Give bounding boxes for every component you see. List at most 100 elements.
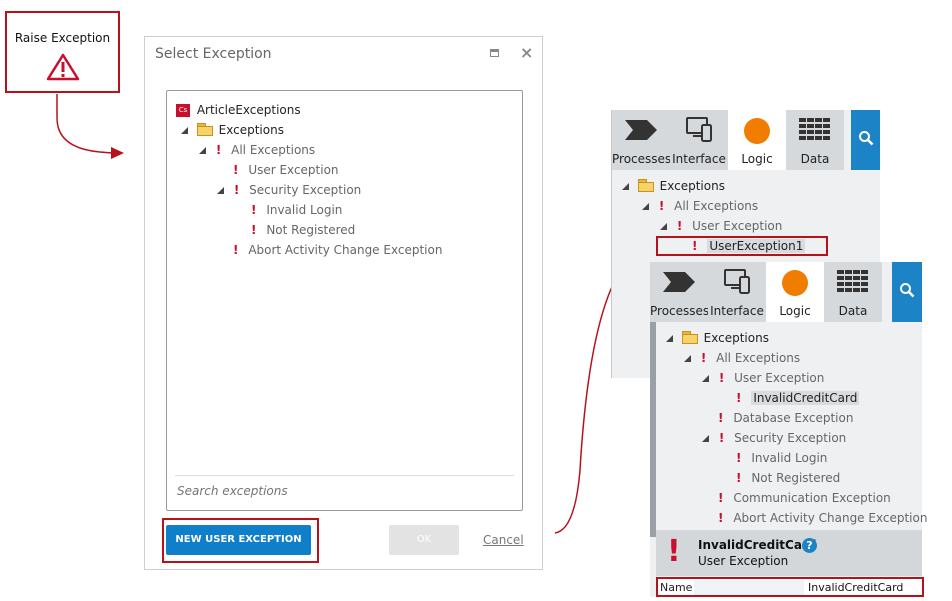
user-exception1-highlight — [656, 236, 828, 256]
tree-item-label: Communication Exception — [733, 491, 891, 505]
tab-interface[interactable]: Interface — [708, 262, 766, 322]
tree-item-label: InvalidCreditCard — [751, 391, 860, 405]
interface-icon — [724, 269, 750, 294]
tab-data[interactable]: Data — [786, 110, 844, 170]
tree-item-user-exception1[interactable]: ! UserException1 — [692, 237, 806, 255]
exception-icon: ! — [736, 471, 742, 485]
data-icon — [799, 118, 830, 140]
tree-item-label: Abort Activity Change Exception — [248, 243, 443, 257]
tree-item-all-exceptions[interactable]: ! All Exceptions — [642, 197, 758, 215]
tab-label: Data — [838, 304, 868, 318]
expand-icon[interactable] — [702, 375, 709, 382]
properties-header: ! InvalidCreditCard ? User Exception — [656, 530, 922, 576]
tree-item-user-exception[interactable]: ! User Exception — [233, 161, 339, 179]
logic-panel-front: Processes Interface Logic Data Exception — [650, 262, 927, 597]
expand-icon[interactable] — [622, 183, 629, 190]
tree-item-not-registered[interactable]: ! Not Registered — [736, 469, 840, 487]
expand-icon[interactable] — [217, 187, 224, 194]
exception-icon: ! — [251, 203, 257, 217]
tree-item-invalid-login[interactable]: ! Invalid Login — [736, 449, 827, 467]
tab-bar: Processes Interface Logic Data — [650, 262, 882, 322]
exception-icon: ! — [718, 491, 724, 505]
search-icon — [859, 131, 874, 146]
tree-item-label: All Exceptions — [231, 143, 316, 157]
tab-label: Interface — [710, 304, 764, 318]
tree-item-label: User Exception — [734, 371, 825, 385]
expand-icon[interactable] — [642, 203, 649, 210]
tree-item-label: Security Exception — [249, 183, 362, 197]
exception-icon: ! — [215, 143, 222, 157]
tree-item-label: Database Exception — [733, 411, 854, 425]
exception-icon: ! — [692, 239, 698, 253]
search-tab[interactable] — [892, 262, 922, 322]
tree-item-label: Invalid Login — [266, 203, 343, 217]
tree-item-label: Exceptions — [218, 123, 284, 137]
tab-data[interactable]: Data — [824, 262, 882, 322]
tree-item-label: UserException1 — [707, 239, 806, 253]
ok-button[interactable]: OK — [389, 525, 459, 555]
tree-item-folder[interactable]: Exceptions — [181, 121, 284, 139]
tab-label: Data — [800, 152, 830, 166]
exception-icon: ! — [251, 223, 257, 237]
tree-item-label: Exceptions — [659, 179, 725, 193]
tree-item-communication-exception[interactable]: ! Communication Exception — [718, 489, 891, 507]
exception-tree: Cs ArticleExceptions Exceptions ! All Ex… — [166, 90, 523, 511]
name-property-row[interactable]: Name InvalidCreditCard — [656, 577, 924, 597]
tree-item-abort-exception[interactable]: ! Abort Activity Change Exception — [233, 241, 442, 259]
expand-icon[interactable] — [660, 223, 667, 230]
expand-icon[interactable] — [684, 355, 691, 362]
exception-icon: ! — [736, 391, 742, 405]
name-label: Name — [660, 581, 693, 594]
tree-item-label: Exceptions — [703, 331, 769, 345]
exception-icon: ! — [718, 411, 724, 425]
tree-item-folder[interactable]: Exceptions — [666, 329, 769, 347]
expand-icon[interactable] — [702, 435, 709, 442]
tree-item-user-exception[interactable]: ! User Exception — [702, 369, 824, 387]
tab-interface[interactable]: Interface — [670, 110, 728, 170]
tree-item-database-exception[interactable]: ! Database Exception — [718, 409, 853, 427]
raise-exception-title: Raise Exception — [14, 31, 111, 45]
tree-item-module[interactable]: Cs ArticleExceptions — [176, 101, 301, 119]
tree-item-user-exception[interactable]: ! User Exception — [660, 217, 782, 235]
tree-item-label: Invalid Login — [751, 451, 828, 465]
tree-item-folder[interactable]: Exceptions — [622, 177, 725, 195]
folder-icon — [681, 331, 698, 344]
tree-item-not-registered[interactable]: ! Not Registered — [251, 221, 355, 239]
search-tab[interactable] — [851, 110, 880, 170]
new-user-exception-button[interactable]: NEW USER EXCEPTION — [166, 525, 311, 555]
tree-item-invalid-credit-card[interactable]: ! InvalidCreditCard — [736, 389, 860, 407]
tree-item-label: User Exception — [248, 163, 339, 177]
tab-bar: Processes Interface Logic Data — [612, 110, 844, 170]
tab-label: Logic — [741, 152, 773, 166]
tree-item-all-exceptions[interactable]: ! All Exceptions — [684, 349, 800, 367]
tab-processes[interactable]: Processes — [612, 110, 671, 170]
name-value[interactable]: InvalidCreditCard — [808, 581, 904, 594]
interface-icon — [686, 117, 712, 142]
cancel-button[interactable]: Cancel — [483, 533, 524, 547]
folder-icon — [637, 179, 654, 192]
expand-icon[interactable] — [181, 127, 188, 134]
expand-icon[interactable] — [199, 147, 206, 154]
tree-item-security-exception[interactable]: ! Security Exception — [217, 181, 361, 199]
tab-logic[interactable]: Logic — [728, 110, 786, 170]
close-icon[interactable]: × — [520, 43, 534, 62]
maximize-icon[interactable] — [490, 49, 499, 57]
tree-item-abort-exception[interactable]: ! Abort Activity Change Exception — [718, 509, 927, 527]
tree-item-label: Not Registered — [751, 471, 841, 485]
tree-item-security-exception[interactable]: ! Security Exception — [702, 429, 846, 447]
select-exception-dialog: Select Exception × Cs ArticleExceptions … — [144, 36, 543, 570]
logic-icon — [782, 270, 808, 296]
tab-processes[interactable]: Processes — [650, 262, 709, 322]
search-exceptions-input[interactable] — [175, 480, 499, 502]
properties-title: InvalidCreditCard — [698, 538, 817, 552]
tree-item-all-exceptions[interactable]: ! All Exceptions — [199, 141, 315, 159]
tree-item-invalid-login[interactable]: ! Invalid Login — [251, 201, 342, 219]
expand-icon[interactable] — [666, 335, 673, 342]
exception-icon: ! — [233, 163, 239, 177]
exception-icon: ! — [676, 219, 683, 233]
tab-logic[interactable]: Logic — [766, 262, 824, 322]
exception-icon: ! — [718, 371, 725, 385]
name-label-cell — [694, 580, 804, 595]
raise-exception-node[interactable]: Raise Exception — [5, 11, 120, 93]
help-icon[interactable]: ? — [802, 538, 817, 553]
